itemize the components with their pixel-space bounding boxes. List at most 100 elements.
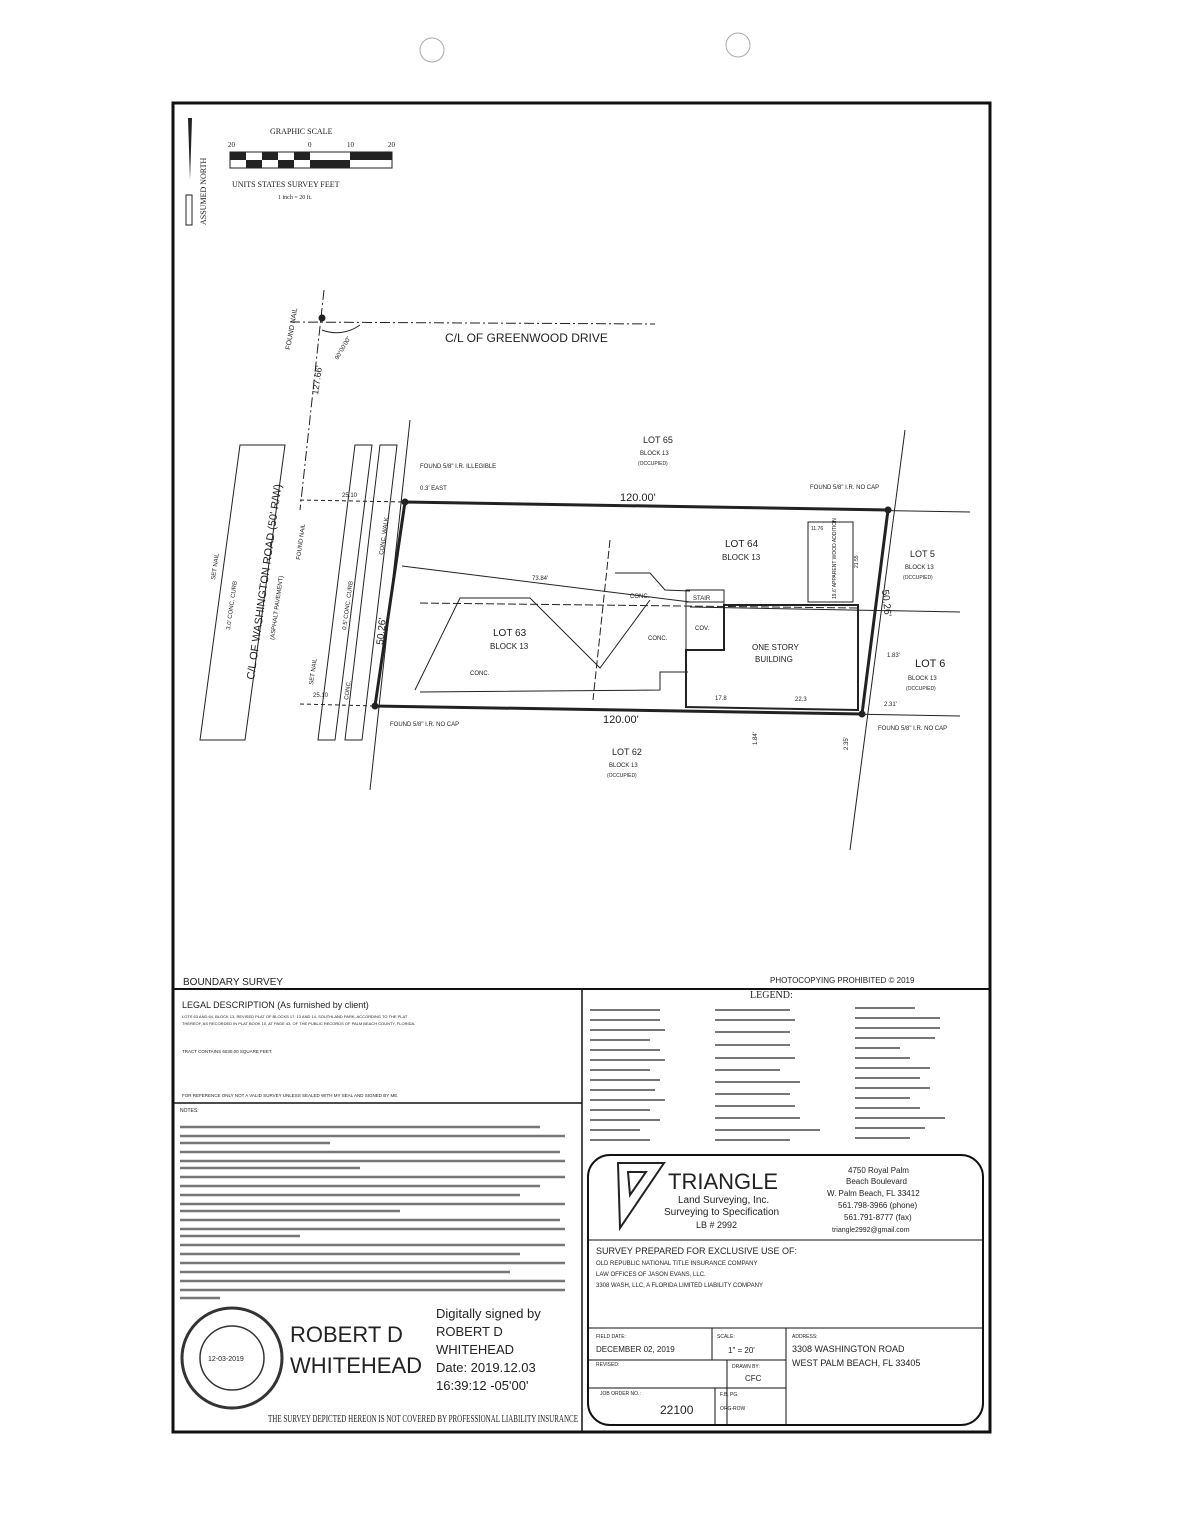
svg-text:BLOCK 13: BLOCK 13 [905, 565, 934, 571]
svg-text:BUILDING: BUILDING [755, 655, 793, 664]
svg-text:SCALE:: SCALE: [717, 1334, 735, 1340]
svg-text:LAW OFFICES OF JASON EVANS, LL: LAW OFFICES OF JASON EVANS, LLC. [596, 1272, 706, 1278]
svg-text:10: 10 [347, 141, 355, 149]
svg-text:2.31': 2.31' [884, 702, 897, 708]
svg-text:NOTES:: NOTES: [180, 1108, 199, 1114]
svg-text:3308 WASHINGTON ROAD: 3308 WASHINGTON ROAD [792, 1344, 905, 1354]
svg-text:LEGEND:: LEGEND: [750, 990, 793, 1001]
svg-text:90°00'00": 90°00'00" [335, 336, 353, 361]
svg-text:JOB ORDER NO.:: JOB ORDER NO.: [600, 1391, 641, 1397]
svg-text:LOT 6: LOT 6 [915, 658, 945, 670]
svg-text:22.3: 22.3 [795, 697, 807, 703]
svg-text:WEST PALM BEACH, FL 33405: WEST PALM BEACH, FL 33405 [792, 1358, 920, 1368]
svg-text:561.791-8777 (fax): 561.791-8777 (fax) [844, 1213, 912, 1222]
svg-text:FOUND 5/8" I.R. NO CAP: FOUND 5/8" I.R. NO CAP [390, 722, 459, 728]
signer-name: WHITEHEAD [290, 1353, 422, 1378]
svg-text:LB # 2992: LB # 2992 [696, 1220, 737, 1230]
svg-text:DECEMBER 02, 2019: DECEMBER 02, 2019 [596, 1345, 675, 1354]
svg-text:50.26': 50.26' [375, 617, 389, 645]
svg-text:1" = 20': 1" = 20' [728, 1346, 755, 1355]
svg-text:22100: 22100 [660, 1403, 694, 1417]
svg-text:25.10: 25.10 [342, 493, 358, 499]
svg-text:11.76: 11.76 [811, 526, 823, 532]
svg-text:W. Palm Beach, FL 33412: W. Palm Beach, FL 33412 [827, 1189, 920, 1198]
svg-text:ONE STORY: ONE STORY [752, 643, 799, 652]
svg-text:1.83': 1.83' [887, 653, 900, 659]
svg-text:50.26': 50.26' [879, 589, 893, 617]
svg-text:25.10: 25.10 [313, 693, 329, 699]
svg-text:LOT 64: LOT 64 [725, 539, 759, 550]
digital-signature: Digitally signed by ROBERT D WHITEHEAD D… [436, 1306, 541, 1393]
svg-text:CONC. WALK: CONC. WALK [379, 517, 390, 555]
svg-text:SURVEY PREPARED FOR EXCLUSIVE: SURVEY PREPARED FOR EXCLUSIVE USE OF: [596, 1246, 797, 1256]
svg-text:ROBERT D: ROBERT D [436, 1324, 503, 1339]
svg-text:(OCCUPIED): (OCCUPIED) [903, 575, 933, 581]
title-block-fields: FIELD DATE: DECEMBER 02, 2019 SCALE: 1" … [596, 1334, 920, 1417]
svg-text:ASSUMED NORTH: ASSUMED NORTH [199, 157, 208, 225]
svg-text:UNITS STATES SURVEY FEET: UNITS STATES SURVEY FEET [232, 180, 340, 189]
svg-text:21.55: 21.55 [854, 555, 860, 568]
svg-text:BLOCK 13: BLOCK 13 [609, 763, 638, 769]
svg-text:0.3' EAST: 0.3' EAST [420, 486, 447, 492]
svg-text:1 inch = 20 ft.: 1 inch = 20 ft. [278, 194, 312, 201]
svg-text:19.6' APPARENT WOOD ADDITION: 19.6' APPARENT WOOD ADDITION [832, 518, 838, 599]
svg-text:BLOCK 13: BLOCK 13 [722, 553, 761, 562]
svg-text:REVISED:: REVISED: [596, 1362, 619, 1368]
svg-text:FOUND NAIL: FOUND NAIL [296, 523, 307, 560]
svg-text:20: 20 [388, 141, 396, 149]
legend: LEGEND: [590, 990, 945, 1141]
svg-text:LOTS 63 AND 64, BLOCK 13, REVI: LOTS 63 AND 64, BLOCK 13, REVISED PLAT O… [182, 1014, 408, 1019]
svg-text:FOUND 5/8" I.R. ILLEGIBLE: FOUND 5/8" I.R. ILLEGIBLE [420, 464, 496, 470]
svg-text:Beach Boulevard: Beach Boulevard [846, 1177, 907, 1186]
svg-text:FIELD DATE:: FIELD DATE: [596, 1334, 626, 1340]
company-logo [616, 1162, 666, 1232]
svg-text:4750 Royal Palm: 4750 Royal Palm [848, 1166, 909, 1175]
plat-drawing [199, 289, 971, 851]
svg-text:(ASPHALT PAVEMENT): (ASPHALT PAVEMENT) [270, 575, 285, 640]
svg-text:3.0' CONC. CURB: 3.0' CONC. CURB [226, 581, 239, 631]
svg-text:BLOCK 13: BLOCK 13 [908, 676, 937, 682]
svg-text:SET NAIL: SET NAIL [211, 552, 221, 580]
svg-text:3308 WASH, LLC, A FLORIDA LIMI: 3308 WASH, LLC, A FLORIDA LIMITED LIABIL… [596, 1283, 763, 1289]
svg-text:FOUND 5/8" I.R. NO CAP: FOUND 5/8" I.R. NO CAP [878, 726, 947, 732]
svg-text:LOT 62: LOT 62 [612, 747, 642, 757]
svg-text:73.84': 73.84' [532, 576, 548, 582]
punch-hole [725, 32, 751, 58]
svg-text:Surveying to Specification: Surveying to Specification [664, 1207, 779, 1218]
svg-text:FOUND NAIL: FOUND NAIL [285, 307, 299, 350]
svg-text:ORG-ROW: ORG-ROW [720, 1406, 746, 1412]
svg-text:SET NAIL: SET NAIL [309, 657, 319, 685]
svg-text:(OCCUPIED): (OCCUPIED) [906, 686, 936, 692]
svg-text:FOUND 5/8" I.R. NO CAP: FOUND 5/8" I.R. NO CAP [810, 485, 879, 491]
svg-text:LOT 65: LOT 65 [643, 435, 673, 445]
svg-text:triangle2992@gmail.com: triangle2992@gmail.com [832, 1227, 910, 1234]
north-arrow-icon: ASSUMED NORTH [185, 118, 208, 226]
svg-text:WHITEHEAD: WHITEHEAD [436, 1342, 514, 1357]
svg-text:STAIR: STAIR [693, 596, 711, 602]
svg-text:1.84': 1.84' [753, 732, 759, 745]
company-info: TRIANGLE Land Surveying, Inc. Surveying … [664, 1166, 920, 1234]
notes-section: NOTES: [180, 1108, 565, 1300]
surveyor-seal: 12-03-2019 [180, 1306, 284, 1410]
svg-text:0: 0 [308, 141, 312, 149]
svg-text:Land Surveying, Inc.: Land Surveying, Inc. [678, 1195, 769, 1206]
svg-text:BLOCK 13: BLOCK 13 [490, 642, 529, 651]
svg-text:17.8: 17.8 [715, 696, 727, 702]
drawing-title: BOUNDARY SURVEY [183, 977, 283, 988]
svg-text:(OCCUPIED): (OCCUPIED) [638, 461, 668, 467]
signer-name: ROBERT D [290, 1322, 403, 1347]
svg-text:561.798-3966 (phone): 561.798-3966 (phone) [838, 1201, 918, 1210]
graphic-scale: GRAPHIC SCALE 20 0 10 20 UNITS STATES SU… [228, 127, 396, 201]
svg-text:DRAWN BY:: DRAWN BY: [732, 1364, 760, 1370]
svg-text:LEGAL DESCRIPTION (As furnishe: LEGAL DESCRIPTION (As furnished by clien… [182, 1000, 369, 1010]
svg-text:120.00': 120.00' [620, 492, 656, 504]
svg-text:CONC.: CONC. [344, 680, 353, 700]
svg-text:Date: 2019.12.03: Date: 2019.12.03 [436, 1360, 536, 1375]
svg-text:CONC.: CONC. [470, 671, 490, 677]
svg-text:GRAPHIC SCALE: GRAPHIC SCALE [270, 127, 333, 136]
copyright-notice: PHOTOCOPYING PROHIBITED © 2019 [770, 976, 915, 985]
svg-text:0.5' CONC. CURB: 0.5' CONC. CURB [342, 581, 355, 631]
punch-hole [419, 37, 445, 63]
svg-text:ADDRESS:: ADDRESS: [792, 1334, 818, 1340]
svg-text:(OCCUPIED): (OCCUPIED) [607, 773, 637, 779]
